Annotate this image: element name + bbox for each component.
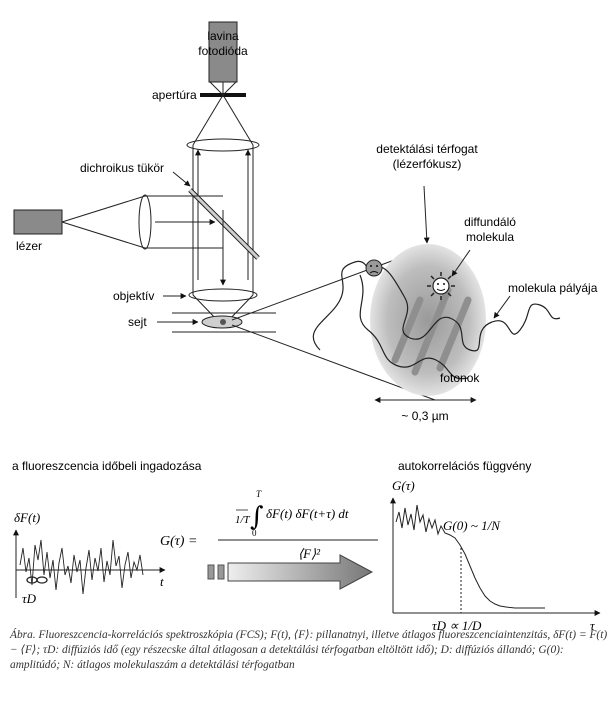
arrow-block-1 [207,564,215,580]
objective-label: objektív [113,289,154,303]
cell-label: sejt [128,315,147,329]
t-axis-label: t [160,574,164,589]
laser-lens [138,194,152,250]
arrow-block-2 [217,564,225,580]
big-right-arrow [227,554,374,590]
integral-upper: T [256,489,262,499]
detection-volume-label-2: (lézerfókusz) [393,157,462,171]
diffusing-molecule-label-2: molekula [466,230,514,244]
size-label: ~ 0,3 µm [401,409,448,423]
right-panel-title: autokorrelációs függvény [398,459,531,473]
fluctuation-trace [19,539,144,595]
dichroic-mirror-label: dichroikus tükör [80,161,164,175]
diffusing-molecule-label-1: diffundáló [464,215,516,229]
formula-lhs: G(τ) = [160,534,197,549]
molecule-path-label: molekula pályája [508,281,598,295]
sad-molecule-icon [365,259,383,277]
deltaF-axis-label: δF(t) [14,510,40,525]
formula-numerator: δF(t) δF(t+τ) dt [266,506,349,521]
integral-lower: 0 [252,528,257,538]
G0-label: G(0) ~ 1/N [443,518,501,533]
tau-d-prop-label: τD ∝ 1/D [432,618,482,633]
upper-lens [186,138,260,152]
photodiode-box [208,21,238,83]
photodiode-label-2: fotodióda [198,44,248,58]
photodiode-label-1: lavina [207,29,239,43]
objective-lens [188,288,258,302]
formula-denominator: ⟨F⟩² [298,546,321,561]
laser-box [13,209,63,235]
formula-prefix: 1/T [235,514,251,526]
photons-label: fotonok [440,371,480,385]
aperture-label: apertúra [152,88,197,102]
integral-sign: ∫ [250,502,264,532]
tau-axis-label: τ [590,618,596,633]
figure-caption: Ábra. Fluoreszcencia-korrelációs spektro… [10,629,608,671]
tau-d-label: τD [22,591,37,606]
laser-label: lézer [16,239,42,253]
molecule-path [312,260,561,352]
left-panel-title: a fluoreszcencia időbeli ingadozása [12,459,202,473]
sun-molecule-icon [427,272,455,300]
G-axis-label: G(τ) [392,478,415,493]
tau-d-marker [26,576,48,584]
autocorrelation-curve [395,504,545,609]
detection-volume-label-1: detektálási térfogat [376,142,478,156]
